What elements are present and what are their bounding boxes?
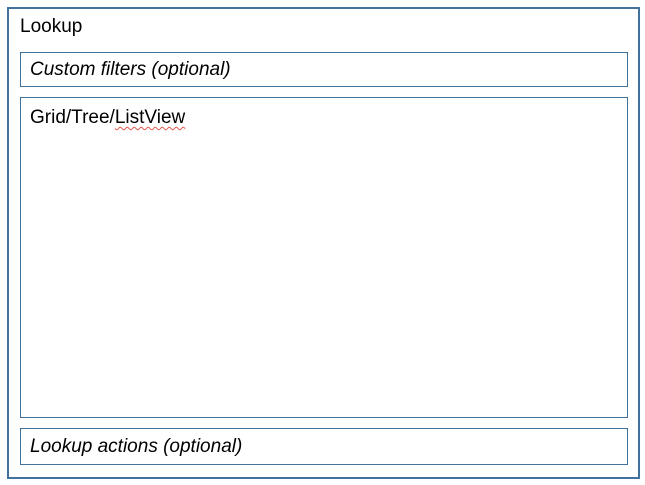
lookup-title: Lookup (20, 16, 83, 37)
grid-label-prefix: Grid/Tree/ (30, 107, 115, 128)
grid-tree-listview-label: Grid/Tree/ListView (30, 107, 185, 129)
lookup-container: Lookup Custom filters (optional) Grid/Tr… (7, 7, 640, 479)
grid-tree-listview-box: Grid/Tree/ListView (20, 97, 628, 418)
custom-filters-box: Custom filters (optional) (20, 52, 628, 87)
grid-label-listview-spellcheck-underline: ListView (114, 107, 186, 128)
custom-filters-label: Custom filters (optional) (30, 58, 231, 80)
lookup-actions-box: Lookup actions (optional) (20, 428, 628, 465)
lookup-actions-label: Lookup actions (optional) (30, 435, 243, 457)
